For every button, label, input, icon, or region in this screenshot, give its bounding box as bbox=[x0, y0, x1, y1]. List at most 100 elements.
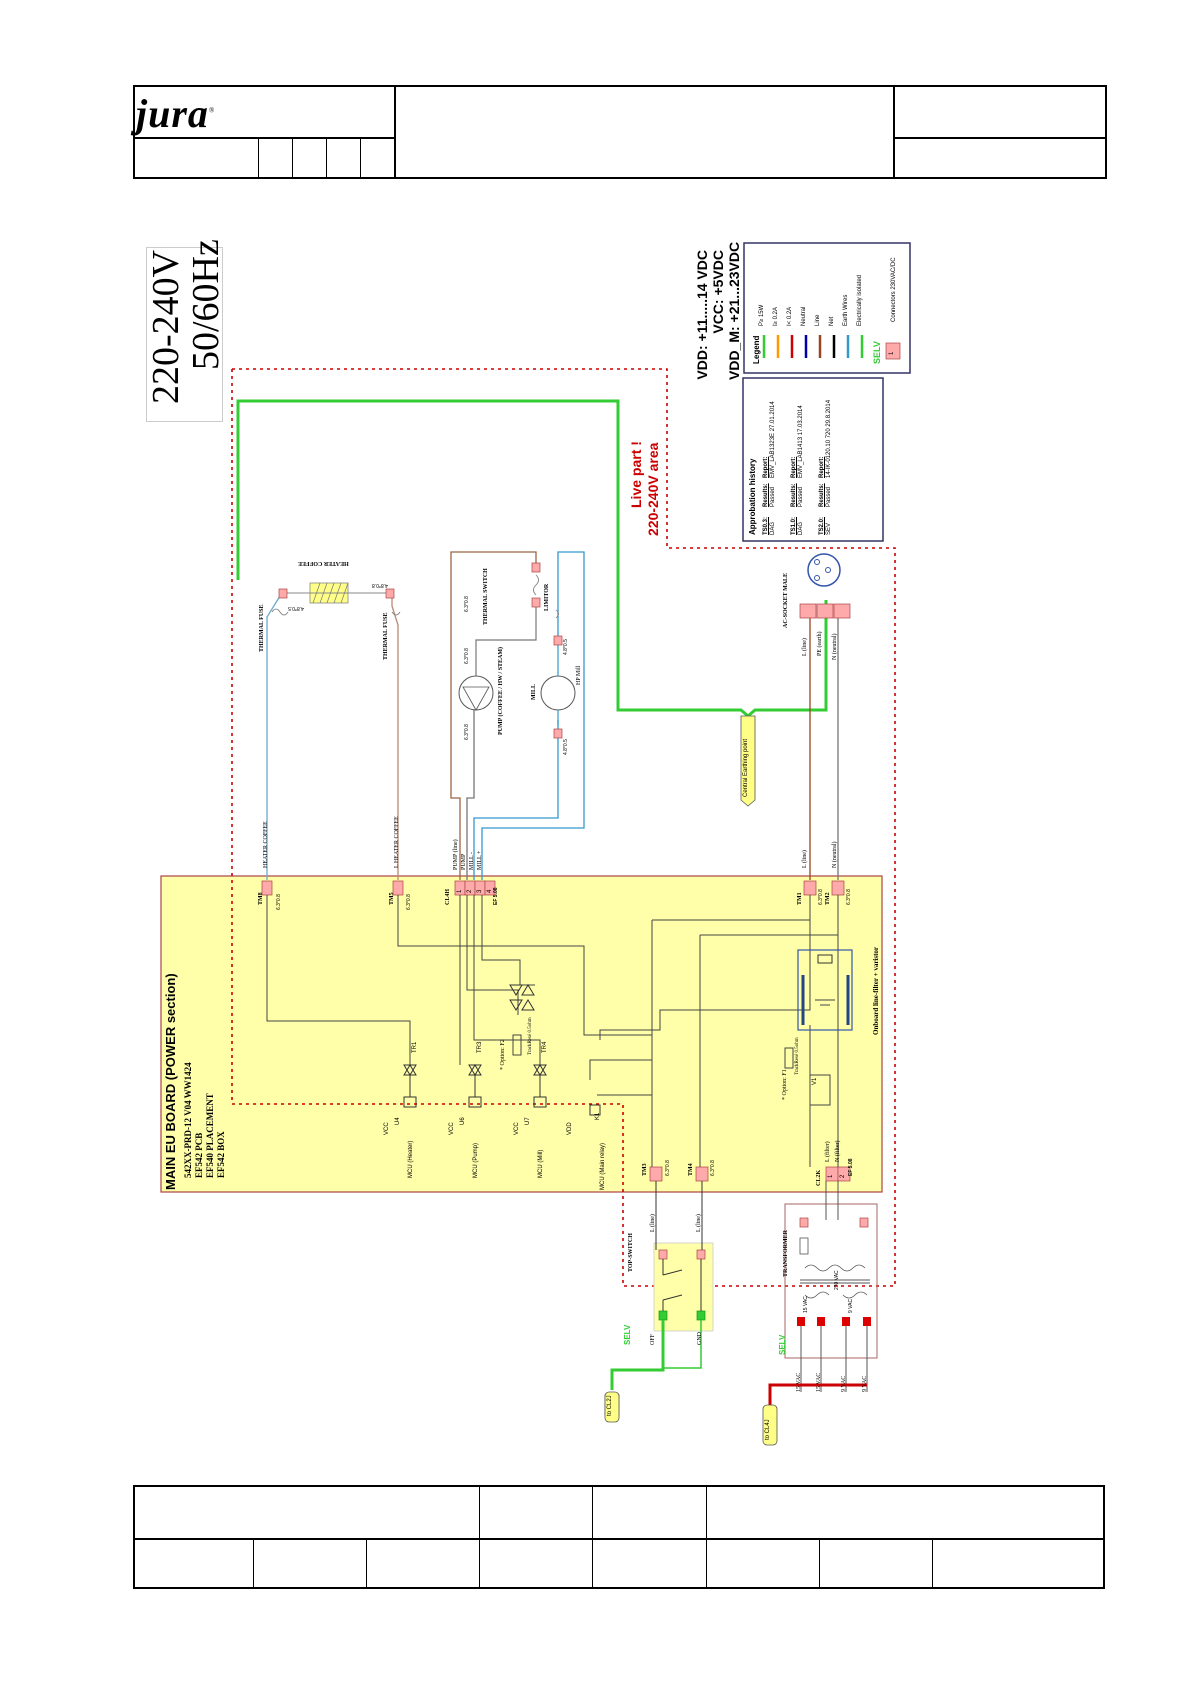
varistor-v1: V1 bbox=[812, 1077, 818, 1085]
top-switch-selv-wire bbox=[610, 1320, 665, 1390]
approbation-ts-value: DAG bbox=[770, 521, 776, 535]
approbation-result-value: Passed bbox=[770, 486, 776, 507]
approbation-report: Report: bbox=[763, 456, 769, 478]
cl4h-signal-3: MILL - bbox=[469, 852, 475, 870]
tm5-label: TM5 bbox=[389, 892, 395, 905]
cl2k-signal-1: L (filter) bbox=[825, 1141, 831, 1162]
bottom-title-block bbox=[133, 1485, 1105, 1589]
approbation-title: Approbation history bbox=[748, 458, 757, 535]
legend-item-label: P≥ 15W bbox=[759, 304, 765, 326]
approbation-results: Results: bbox=[763, 483, 769, 507]
label-earthing: Central Earthing point bbox=[743, 738, 749, 797]
cl4h-pin-4: 4 bbox=[487, 889, 493, 893]
label-heater-size2: 4.8*0.8 bbox=[372, 582, 388, 588]
title-block-hline-left bbox=[133, 137, 395, 139]
mcu-heater-triac: TR1 bbox=[412, 1041, 418, 1053]
bottom-block-hline bbox=[133, 1538, 1105, 1540]
cl4h-pin-2: 2 bbox=[467, 889, 473, 893]
wire-heater-2 bbox=[391, 593, 399, 880]
label-pump-size2: 6.3*0.8 bbox=[464, 648, 470, 664]
tm4-label: TM4 bbox=[688, 1163, 694, 1176]
cl4h-pin-3: 3 bbox=[477, 889, 483, 893]
transformer bbox=[784, 1203, 878, 1359]
mcu-heater-ic: U4 bbox=[395, 1117, 401, 1125]
mcu-mill-supply: VCC bbox=[514, 1122, 520, 1135]
relay-k1: K1 bbox=[595, 1112, 601, 1120]
legend-item-label: I< 0.2A bbox=[787, 306, 793, 326]
mcu-pump-label: MCU (Pump) bbox=[473, 1142, 479, 1178]
wire-mill-minus bbox=[473, 720, 559, 880]
mcu-mill-triac: TR4 bbox=[542, 1041, 548, 1053]
mcu-pump-ic: U6 bbox=[460, 1117, 466, 1125]
legend-item-label: Line bbox=[815, 314, 821, 326]
wire-pump-line bbox=[450, 551, 537, 880]
wire-mill-plus bbox=[481, 551, 585, 880]
cl4h-signal-4: MILL + bbox=[477, 850, 483, 870]
board-connectors bbox=[261, 880, 851, 1182]
bottom-block-vline bbox=[366, 1538, 367, 1589]
mcu-pump-triac: TR3 bbox=[477, 1041, 483, 1053]
transformer-output-label: 15 VAC bbox=[816, 1372, 822, 1392]
approbation-report-value: 14-IK-0120.10 720 29.8.2014 bbox=[826, 399, 832, 478]
label-limitor: LIMITOR bbox=[544, 583, 550, 611]
legend-item-label: Neutral bbox=[801, 306, 807, 326]
bottom-block-vline bbox=[819, 1538, 820, 1589]
main-board bbox=[160, 875, 883, 1193]
cl2k-label: CL2K bbox=[816, 1169, 822, 1186]
label-transformer-230: 230 VAC bbox=[834, 1270, 840, 1290]
cl4h-pin-1: 1 bbox=[457, 889, 463, 893]
label-mill-size2: 4.8*0.5 bbox=[563, 639, 569, 655]
tm5-size: 6.3*0.8 bbox=[406, 894, 412, 910]
board-title: MAIN EU BOARD (POWER section) bbox=[163, 973, 178, 1190]
ac-socket-pin-n bbox=[833, 603, 851, 619]
legend-title: Legend bbox=[752, 335, 761, 364]
to-cl4j-tag bbox=[762, 1404, 778, 1446]
label-top-gnd: GND bbox=[697, 1332, 703, 1345]
cl4h-label: CL4H bbox=[445, 888, 451, 905]
tm8-label: TM8 bbox=[258, 892, 264, 905]
voltage-box bbox=[146, 247, 223, 422]
label-top-off: OFF bbox=[650, 1333, 656, 1345]
approbation-results: Results: bbox=[791, 483, 797, 507]
tm2-signal: N (neutral) bbox=[832, 841, 838, 869]
tm2-size: 6.3*0.8 bbox=[846, 889, 852, 905]
mill-motor bbox=[540, 675, 576, 711]
thermal-fuse-2-symbol bbox=[391, 611, 401, 616]
cl4h-size: EF 5.08 bbox=[493, 887, 499, 905]
legend-swatches bbox=[762, 335, 864, 358]
label-heater-size1: 4.8*0.5 bbox=[288, 605, 304, 611]
approbation-report-value: EMV_LAB1413 17.03.2014 bbox=[798, 405, 804, 478]
label-ac-l: L (line) bbox=[802, 638, 808, 656]
label-pump: PUMP (COFFEE / HW / STEAM) bbox=[498, 646, 504, 735]
legend-selv: SELV bbox=[872, 341, 882, 364]
label-thermal-fuse-1: THERMAL FUSE bbox=[259, 604, 265, 652]
transformer-output-wire bbox=[768, 1383, 867, 1405]
thermal-fuse-1-symbol bbox=[271, 608, 289, 616]
approbation-ts: TS2.0: bbox=[819, 516, 825, 535]
ac-socket-pin-pe bbox=[816, 603, 834, 619]
title-block bbox=[133, 85, 1107, 179]
cl4h-signal-1: PUMP (line) bbox=[453, 839, 459, 870]
bottom-block-vline bbox=[932, 1538, 933, 1589]
label-pump-size1: 6.3*0.8 bbox=[464, 724, 470, 740]
live-part-label: Live part ! 220-240V area bbox=[628, 441, 661, 536]
tm8-signal: HEATER COFFEE bbox=[263, 821, 269, 868]
tracking-f1: TrackResé 0.5ohm bbox=[795, 1037, 800, 1075]
approbation-ts-value: DAG bbox=[798, 521, 804, 535]
label-mill-size1: 4.8*0.5 bbox=[563, 739, 569, 755]
legend-connector-swatch bbox=[885, 342, 901, 360]
title-block-cell-div bbox=[360, 137, 361, 179]
tm3-label: TM3 bbox=[642, 1163, 648, 1176]
label-selv-2: SELV bbox=[778, 1334, 787, 1355]
mcu-heater-label: MCU (Heater) bbox=[408, 1140, 414, 1178]
mcu-relay-label: MCU (Main relay) bbox=[600, 1142, 606, 1190]
triac-symbols bbox=[403, 984, 601, 1116]
approbation-report: Report: bbox=[791, 456, 797, 478]
tm2-label: TM2 bbox=[825, 892, 831, 905]
board-subtitle: 542XX-PRD-12 V04 WW1424 EF542 PCB EF540 … bbox=[183, 1062, 226, 1178]
transformer-output-label: 9 VAC bbox=[862, 1375, 868, 1392]
approbation-report: Report: bbox=[819, 456, 825, 478]
board-internal-wiring bbox=[266, 895, 853, 1167]
earth-wire bbox=[236, 399, 828, 718]
